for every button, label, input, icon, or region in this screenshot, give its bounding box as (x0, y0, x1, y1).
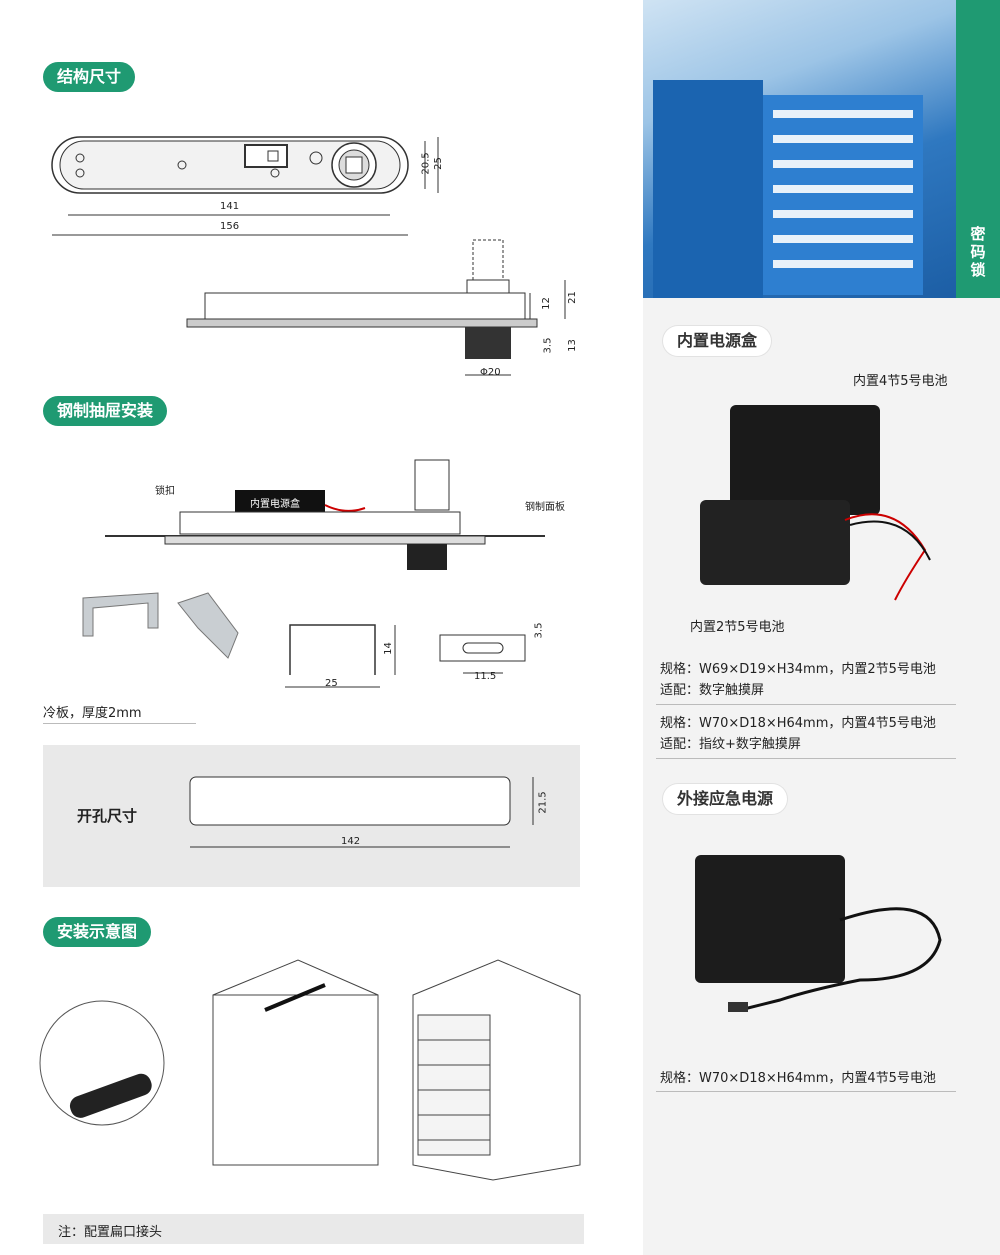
dim-21: 21 (566, 291, 578, 304)
dim-bracket-3-5: 3.5 (533, 622, 545, 639)
lock-top-view (51, 136, 439, 236)
dim-3-5: 3.5 (542, 337, 554, 354)
dim-bracket-14: 14 (382, 642, 394, 655)
section-title-steel-drawer: 钢制抽屉安装 (43, 396, 168, 426)
drawer-install-drawing (105, 459, 545, 570)
material-note: 冷板，厚度2mm (43, 706, 142, 721)
dim-156: 156 (220, 221, 240, 232)
cabinet-drawers (653, 80, 923, 298)
label-steel-panel: 钢制面板 (525, 502, 565, 513)
dim-bracket-25: 25 (325, 678, 338, 689)
internal-spec1-line1: 规格：W69×D19×H34mm，内置2节5号电池 (660, 662, 936, 677)
section-title-cutout: 开孔尺寸 (77, 807, 138, 825)
divider-2 (656, 758, 956, 759)
install-note: 注：配置扁口接头 (58, 1225, 163, 1240)
cutout-drawing (189, 776, 534, 848)
left-column: 结构尺寸 141 156 20.5 25 12 21 3.5 13 Φ20 (39, 62, 584, 1244)
bracket-photo (82, 592, 239, 659)
section-title-external-power: 外接应急电源 (663, 784, 788, 814)
label-4-battery: 内置4节5号电池 (853, 374, 948, 389)
internal-spec1-line2: 适配：数字触摸屏 (660, 683, 765, 698)
cutout-panel: 开孔尺寸 142 21.5 (43, 745, 580, 887)
label-2-battery: 内置2节5号电池 (690, 620, 785, 635)
dim-12: 12 (540, 297, 552, 310)
material-underline (43, 723, 196, 724)
lock-side-view (186, 239, 566, 376)
external-spec: 规格：W70×D18×H64mm，内置4节5号电池 (660, 1071, 936, 1086)
dim-bracket-11-5: 11.5 (474, 671, 497, 682)
internal-spec2-line2: 适配：指纹+数字触摸屏 (660, 737, 801, 752)
section-title-internal-power: 内置电源盒 (663, 326, 772, 356)
dim-25: 25 (432, 157, 444, 170)
label-power-box: 内置电源盒 (250, 499, 300, 510)
section-title-structure: 结构尺寸 (43, 62, 136, 92)
side-tab-label: 密码锁 (970, 225, 986, 279)
internal-spec2-line1: 规格：W70×D18×H64mm，内置4节5号电池 (660, 716, 936, 731)
dim-13: 13 (566, 339, 578, 352)
dim-21-5: 21.5 (537, 791, 549, 814)
install-illustration (39, 959, 581, 1181)
dim-141: 141 (220, 201, 240, 212)
section-title-install: 安装示意图 (43, 917, 152, 947)
side-tab: 密码锁 (956, 0, 1000, 298)
divider-1 (656, 704, 956, 705)
cabinet-photo (643, 0, 956, 298)
label-lock-clip: 锁扣 (155, 486, 175, 497)
divider-3 (656, 1091, 956, 1092)
bracket-drawing (285, 624, 526, 688)
dim-142: 142 (341, 836, 361, 847)
dim-phi20: Φ20 (480, 367, 501, 378)
internal-power-photo (700, 405, 931, 601)
external-power-photo (695, 855, 942, 1012)
install-note-bar: 注：配置扁口接头 (43, 1214, 584, 1244)
dim-20-5: 20.5 (420, 152, 432, 175)
